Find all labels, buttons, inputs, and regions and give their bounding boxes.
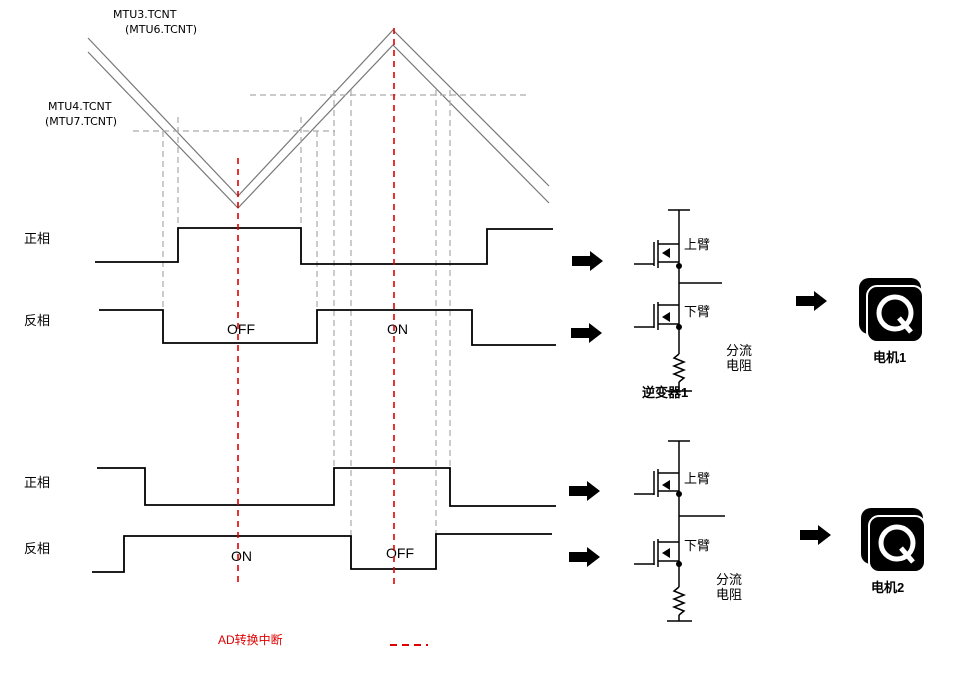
ad-interrupt-legend-label: AD转换中断 — [218, 632, 283, 647]
p1-on-state: ON — [387, 321, 408, 337]
inverter-2-dots — [662, 480, 682, 567]
p2-negative-label: 反相 — [24, 541, 50, 556]
motor-1-label: 电机1 — [873, 350, 906, 365]
compare-guides — [133, 90, 527, 535]
p1-negative-label: 反相 — [24, 313, 50, 328]
c1-upper-arm-label: 上臂 — [684, 237, 710, 252]
arrow-icon — [800, 525, 831, 545]
c2-upper-arm-label: 上臂 — [684, 471, 710, 486]
p1-positive-label: 正相 — [24, 231, 50, 246]
inverter-circuit-2 — [634, 440, 725, 622]
p2-positive-wave — [97, 467, 556, 507]
motor-2-label: 电机2 — [871, 580, 904, 595]
motor-2-icon — [861, 508, 926, 573]
p2-off-state: OFF — [386, 545, 414, 561]
c1-lower-arm-label: 下臂 — [684, 304, 710, 319]
arrow-icon — [796, 291, 827, 311]
arrow-icon — [572, 251, 603, 271]
p2-on-state: ON — [231, 548, 252, 564]
counter-upper-label-2: (MTU6.TCNT) — [125, 23, 197, 36]
ad-interrupt-lines — [237, 28, 395, 587]
c2-lower-arm-label: 下臂 — [684, 538, 710, 553]
counter-lower-label-1: MTU4.TCNT — [48, 100, 112, 113]
c1-shunt-label-2: 电阻 — [726, 358, 752, 373]
c2-shunt-label-2: 电阻 — [716, 587, 742, 602]
waveforms — [92, 227, 556, 573]
counter-lower-label-2: (MTU7.TCNT) — [45, 115, 117, 128]
p2-positive-label: 正相 — [24, 475, 50, 490]
p1-off-state: OFF — [227, 321, 255, 337]
counter-triangles — [87, 29, 550, 209]
c2-shunt-label-1: 分流 — [716, 572, 742, 587]
arrow-icon — [569, 481, 600, 501]
inverter-1-label: 逆变器1 — [642, 385, 688, 400]
arrow-icon — [571, 323, 602, 343]
arrow-icon — [569, 547, 600, 567]
p1-negative-wave — [99, 309, 556, 346]
counter-mtu4-wave — [87, 44, 550, 209]
counter-mtu3-wave — [87, 29, 550, 197]
p1-positive-wave — [95, 227, 553, 265]
p2-negative-wave — [92, 533, 552, 573]
c1-shunt-label-1: 分流 — [726, 343, 752, 358]
counter-upper-label-1: MTU3.TCNT — [113, 8, 177, 21]
motor-1-icon — [859, 278, 924, 343]
inverter-1-dots — [662, 248, 682, 330]
arrows — [569, 251, 831, 567]
